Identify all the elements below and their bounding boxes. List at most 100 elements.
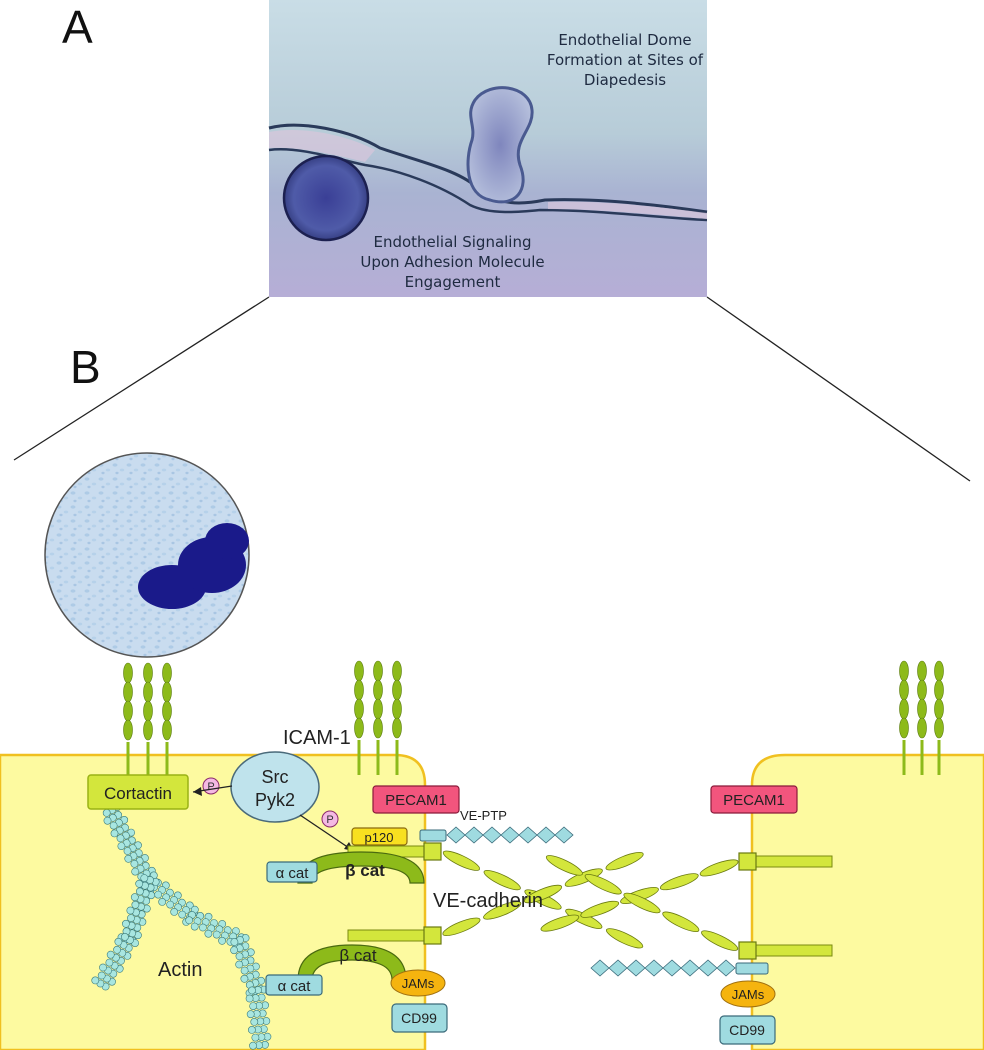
- veptp-domain: [518, 826, 538, 844]
- actin-bead: [117, 842, 126, 850]
- actin-bead: [251, 1033, 260, 1042]
- actin-bead: [99, 963, 107, 972]
- actin-bead: [230, 938, 239, 946]
- actin-filaments: [91, 803, 272, 1050]
- jams-ellipse-left: [390, 969, 446, 997]
- cadherin-domain: [605, 852, 644, 871]
- p120-box: [351, 827, 408, 846]
- veptp-domain: [716, 959, 736, 977]
- caption-signaling-line-1: Endothelial Signaling: [373, 233, 532, 251]
- actin-label: Actin: [158, 959, 202, 981]
- caption-signaling-line-3: Engagement: [404, 273, 501, 291]
- icam-domain: [123, 681, 133, 703]
- veptp-domain: [464, 826, 484, 844]
- caption-dome-line-2: Formation at Sites of: [546, 51, 704, 69]
- cd99-label-right: CD99: [729, 1022, 765, 1038]
- actin-bead: [131, 867, 140, 876]
- actin-bead: [178, 910, 187, 919]
- icam-domain: [143, 700, 153, 722]
- icam-receptors: [123, 660, 944, 775]
- actin-bead: [130, 859, 139, 868]
- dome-cell: [466, 86, 534, 204]
- leukocyte: [44, 452, 250, 658]
- pecam1-box-left: [372, 785, 460, 814]
- icam-domain: [392, 660, 402, 682]
- veptp-domain: [482, 826, 502, 844]
- actin-bead: [105, 958, 114, 967]
- veptp-domain: [446, 826, 466, 844]
- actin-bead: [122, 919, 130, 928]
- veptp-domain: [644, 959, 664, 977]
- panel-label-b: B: [70, 341, 101, 393]
- icam-domain: [143, 719, 153, 741]
- actin-bead: [198, 923, 207, 932]
- src-pyk2-ellipse: [230, 751, 320, 823]
- cadherin-domain: [606, 928, 644, 949]
- endothelial-cell-left: [0, 753, 427, 1050]
- actin-bead: [230, 946, 238, 955]
- actin-bead: [110, 829, 119, 838]
- actin-bead: [130, 893, 139, 902]
- zoom-line-right: [706, 296, 971, 482]
- cadherin-domain: [623, 892, 661, 914]
- icam-domain: [934, 660, 944, 682]
- jams-label-left: JAMs: [402, 976, 435, 991]
- phospho-label-cortactin: P: [207, 781, 214, 793]
- icam-domain: [392, 717, 402, 739]
- leukocyte-nucleus: [138, 523, 249, 609]
- veptp-domain: [554, 826, 574, 844]
- actin-bead: [204, 929, 213, 938]
- caption-dome: Endothelial Dome Formation at Sites of D…: [530, 30, 720, 90]
- veptp-domain: [536, 826, 556, 844]
- icam-domain: [162, 719, 172, 741]
- actin-bead: [218, 936, 226, 945]
- veptp-stub-top: [419, 829, 447, 842]
- pecam1-label-left: PECAM1: [385, 792, 447, 809]
- cd99-box-left: [391, 1003, 448, 1033]
- icam-domain: [917, 717, 927, 739]
- actin-bead: [158, 898, 167, 906]
- actin-bead: [170, 908, 179, 916]
- icam-domain: [899, 679, 909, 701]
- cadherin-domain: [699, 859, 739, 877]
- actin-bead: [185, 916, 194, 925]
- icam-domain: [373, 698, 383, 720]
- icam-domain: [899, 717, 909, 739]
- icam-domain: [373, 679, 383, 701]
- actin-bead: [135, 879, 144, 888]
- actin-bead: [116, 834, 125, 843]
- actin-bead: [246, 1010, 255, 1019]
- cadherin-tail-right-top: [751, 855, 833, 868]
- beta-cat-label-top: β cat: [345, 861, 385, 880]
- veptp-domain: [500, 826, 520, 844]
- veptp-label: VE-PTP: [460, 808, 507, 823]
- alpha-cat-label-bottom: α cat: [278, 978, 312, 995]
- cadherin-anchor-left-bottom: [423, 926, 442, 945]
- zoom-line-left: [13, 296, 270, 461]
- actin-bead: [140, 874, 149, 882]
- actin-bead: [124, 854, 133, 863]
- actin-bead: [113, 945, 121, 954]
- alpha-cat-label-top: α cat: [276, 865, 310, 882]
- actin-bead: [102, 809, 111, 817]
- actin-bead: [240, 974, 249, 983]
- actin-bead: [250, 1018, 259, 1026]
- arrowhead-cortactin: [193, 787, 202, 796]
- pecam1-box-right: [710, 785, 798, 814]
- veptp-domain: [590, 959, 610, 977]
- actin-bead: [235, 960, 244, 969]
- micrograph: [268, 0, 708, 297]
- actin-bead: [109, 821, 118, 830]
- leukocyte-micro: [282, 154, 370, 242]
- icam-domain: [917, 698, 927, 720]
- phospho-circle-betacat: [321, 810, 339, 828]
- icam-label: ICAM-1: [283, 727, 351, 749]
- actin-bead: [249, 1002, 258, 1010]
- actin-bead: [249, 1041, 257, 1050]
- icam-domain: [899, 698, 909, 720]
- icam-domain: [162, 662, 172, 684]
- cadherin-tail-left-bottom: [347, 929, 429, 942]
- vecadherin-label: VE-cadherin: [433, 890, 543, 912]
- icam-domain: [143, 681, 153, 703]
